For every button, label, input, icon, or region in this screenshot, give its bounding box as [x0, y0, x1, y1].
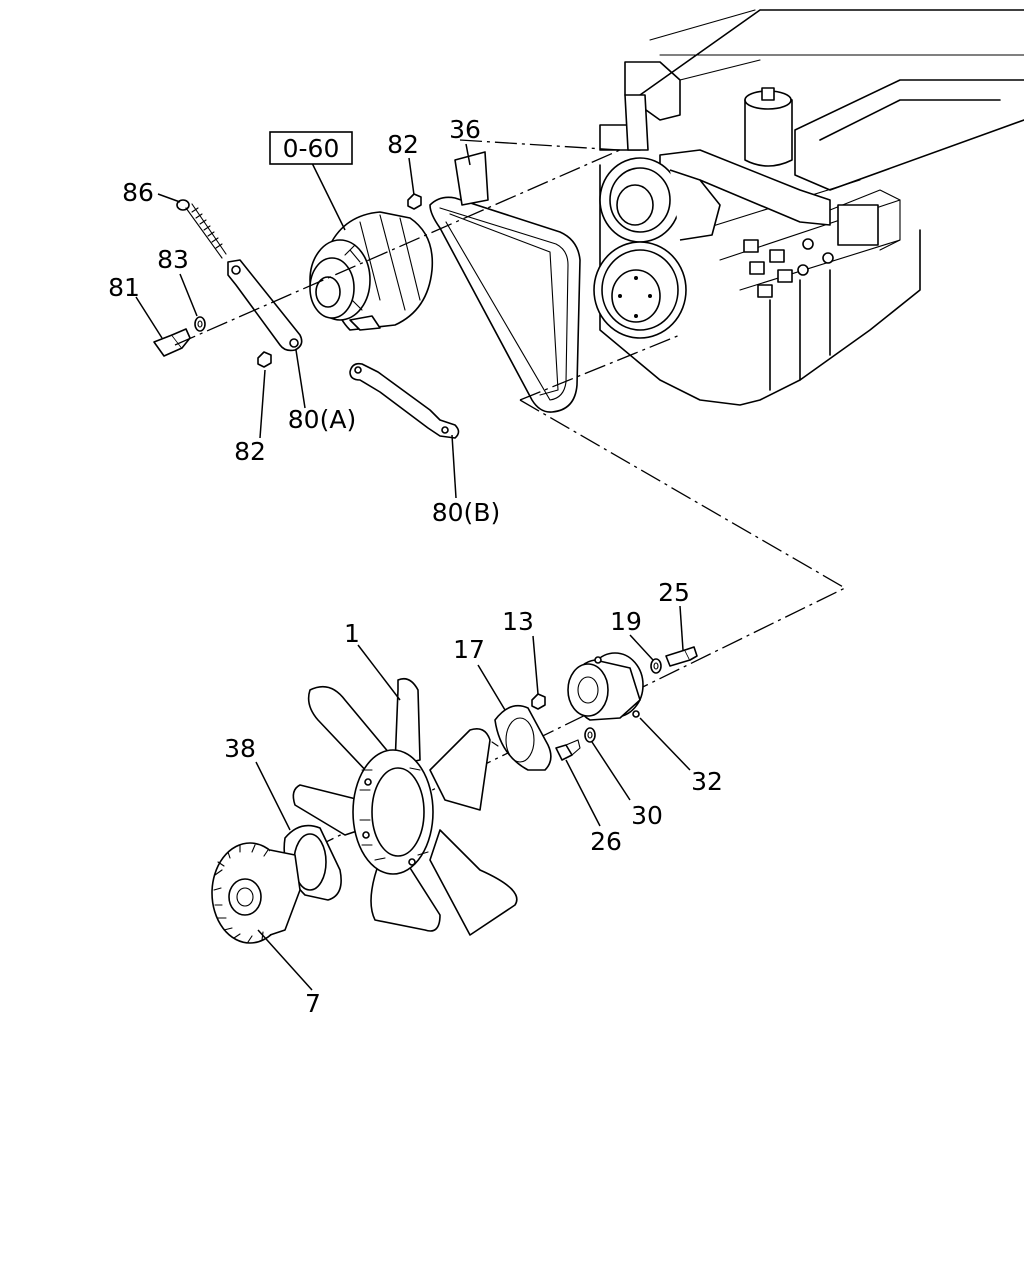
leader-lines	[135, 143, 691, 991]
fan-clutch	[211, 842, 301, 944]
callout-80b: 80(B)	[432, 498, 500, 527]
washer-83	[194, 316, 206, 332]
callout-labels: 82 36 86 83 81 82 80(A) 80(B) 1 17 13 19…	[108, 115, 723, 1018]
nut-82-lower	[257, 351, 272, 368]
bolt-86	[176, 199, 227, 259]
washer-30	[584, 727, 596, 743]
callout-30: 30	[631, 801, 663, 830]
callout-7: 7	[305, 989, 321, 1018]
bolt-26	[555, 739, 581, 761]
reference-label: 0-60	[283, 134, 340, 163]
callout-86: 86	[122, 178, 154, 207]
callout-19: 19	[610, 607, 642, 636]
callout-81: 81	[108, 273, 140, 302]
alternator	[309, 211, 434, 331]
fan	[292, 677, 518, 936]
callout-36: 36	[449, 115, 481, 144]
bracket-80b	[349, 362, 460, 439]
center-lines	[174, 139, 847, 891]
callout-32: 32	[691, 767, 723, 796]
pulley-boss	[567, 652, 644, 721]
callout-26: 26	[590, 827, 622, 856]
gasket	[491, 704, 552, 771]
callout-80a: 80(A)	[288, 405, 356, 434]
nut-13	[531, 693, 546, 710]
callout-38: 38	[224, 734, 256, 763]
block-bosses	[743, 238, 834, 298]
reference-box: 0-60	[269, 131, 353, 165]
engine-block	[593, 9, 1024, 406]
callout-82-upper: 82	[387, 130, 419, 159]
callout-83: 83	[157, 245, 189, 274]
washer-19	[650, 658, 662, 674]
callout-82-lower: 82	[234, 437, 266, 466]
callout-17: 17	[453, 635, 485, 664]
bolt-25	[665, 646, 698, 667]
callout-25: 25	[658, 578, 690, 607]
callout-13: 13	[502, 607, 534, 636]
nut-82-upper	[407, 193, 422, 210]
drive-belt	[429, 151, 581, 413]
callout-1: 1	[344, 619, 360, 648]
bolt-81	[153, 328, 191, 357]
